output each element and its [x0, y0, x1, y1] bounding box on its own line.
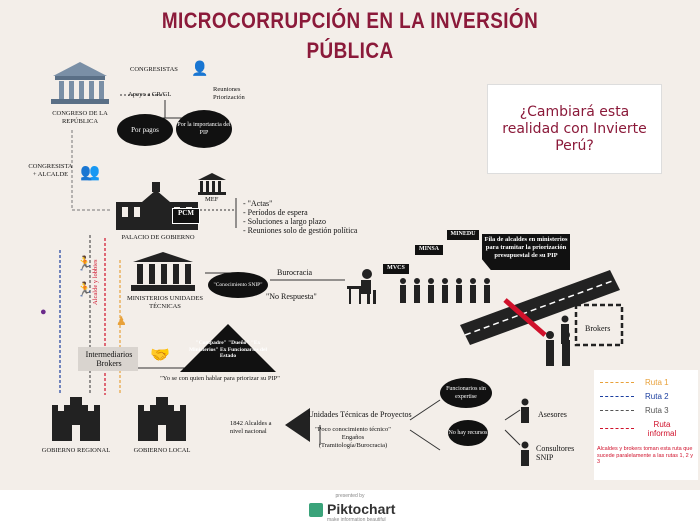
footer-created: presented by: [335, 493, 365, 499]
legend-ruta1: Ruta 1: [645, 378, 669, 387]
footer-brand[interactable]: Piktochart: [327, 501, 396, 517]
queue-people-icon: [395, 277, 515, 305]
ministerios-building-icon: [128, 250, 198, 292]
soluciones-text: - Soluciones a largo plazo: [243, 217, 326, 226]
legend-swatch-informal: [600, 428, 634, 429]
page-title-line2: PÚBLICA: [306, 38, 394, 63]
yo-se-text: "Yo se con quien hablar para priorizar s…: [160, 375, 280, 382]
unidades-text: Unidades Técnicas de Proyectos: [308, 410, 412, 419]
person-icon: [517, 441, 533, 467]
mvcs-box: MVCS: [383, 264, 409, 274]
conocimiento-oval: "Conocimiento SNIP": [208, 272, 268, 298]
por-pagos-oval: Por pagos: [117, 114, 173, 146]
person-icon: ●: [40, 306, 47, 318]
reuniones-label: Reuniones: [213, 86, 241, 93]
ministerios-label: MINISTERIOS UNIDADES TÉCNICAS: [126, 295, 203, 310]
alcalde-lobbies-label: Alcalde y lobbies: [92, 259, 99, 306]
legend-ruta-informal: Ruta informal: [647, 420, 677, 438]
person-icon: ♟: [116, 314, 127, 328]
burocracia-text: Burocracia: [277, 268, 313, 277]
apoyo-label: Apoyo a GR/GL: [128, 91, 172, 98]
running-person-icon: 🏃: [76, 281, 94, 297]
gob-local-castle-icon: [134, 395, 190, 443]
gob-regional-label: GOBIERNO REGIONAL: [41, 447, 111, 454]
reuniones-gestion-text: - Reuniones solo de gestión política: [243, 226, 358, 235]
footer: [0, 490, 700, 529]
congreso-building-icon: [45, 58, 115, 113]
intermediarios-box: [78, 347, 138, 371]
consultores-text: Consultores SNIP: [536, 444, 575, 462]
mef-label: MEF: [205, 196, 219, 203]
legend-ruta3: Ruta 3: [645, 406, 669, 415]
legend-note: Alcaldes y brokers toman esta ruta que s…: [597, 446, 694, 465]
legend-swatch-ruta1: [600, 382, 634, 383]
alcaldes-1842-text: 1842 Alcaldes a nivel nacional: [230, 420, 272, 435]
brokers-label: Brokers: [585, 324, 611, 333]
no-hay-oval: No hay recursos: [448, 420, 488, 446]
footer-tagline: make information beautiful: [327, 517, 386, 523]
legend-swatch-ruta2: [600, 396, 634, 397]
periodos-text: - Períodos de espera: [243, 208, 308, 217]
palacio-label: PALACIO DE GOBIERNO: [121, 234, 195, 241]
minedu-box: MINEDU: [447, 230, 479, 240]
callout-text: ¿Cambiará esta realidad con Invierte Per…: [502, 103, 647, 154]
no-respuesta-text: "No Respuesta": [266, 292, 317, 301]
tramitologia-text: (Tramitología/Burocracia): [318, 442, 388, 449]
congresistas-label: CONGRESISTAS: [130, 66, 178, 73]
mef-building-icon: [196, 172, 228, 196]
people-icon: 👥: [80, 164, 100, 181]
actas-text: - "Actas": [243, 199, 273, 208]
desk-worker-icon: [345, 266, 385, 306]
running-person-icon: 🏃: [76, 255, 94, 271]
congresista-alcalde-label: CONGRESISTA + ALCALDE: [28, 163, 73, 178]
priorizacion-label: Priorización: [213, 94, 245, 101]
person-icon: [555, 315, 575, 345]
intermediarios-label: Intermediarios Brokers: [85, 350, 133, 368]
minsa-box: MINSA: [415, 245, 443, 255]
person-icon: 👤: [191, 60, 209, 76]
asesores-text: Asesores: [538, 410, 567, 419]
person-icon: [517, 398, 533, 424]
congreso-label: CONGRESO DE LA REPÚBLICA: [52, 110, 108, 125]
compadre-text: "Compadre" "Dueño" "Ex Ministerios" Ex F…: [188, 340, 268, 359]
poco-conocimiento-text: "Poco conocimiento técnico": [315, 426, 391, 433]
page-title-line1: MICROCORRUPCIÓN EN LA INVERSIÓN: [161, 8, 539, 33]
gob-regional-castle-icon: [48, 395, 104, 443]
gob-local-label: GOBIERNO LOCAL: [133, 447, 191, 454]
legend-swatch-ruta3: [600, 410, 634, 411]
funcionarios-oval: Funcionarios sin expertise: [440, 378, 492, 408]
handshake-icon: 🤝: [150, 347, 170, 364]
fila-box: Fila de alcaldes en ministerios para tra…: [482, 234, 570, 270]
compadre-shape: [178, 324, 278, 374]
por-importancia-oval: Por la importancia del PIP: [176, 110, 232, 148]
pcm-badge: PCM: [172, 208, 200, 224]
legend-ruta2: Ruta 2: [645, 392, 669, 401]
enganos-text: Engaños: [341, 434, 365, 441]
legend-box: [594, 370, 698, 480]
callout-box: ¿Cambiará esta realidad con Invierte Per…: [487, 84, 662, 174]
piktochart-logo-icon: [309, 503, 323, 517]
